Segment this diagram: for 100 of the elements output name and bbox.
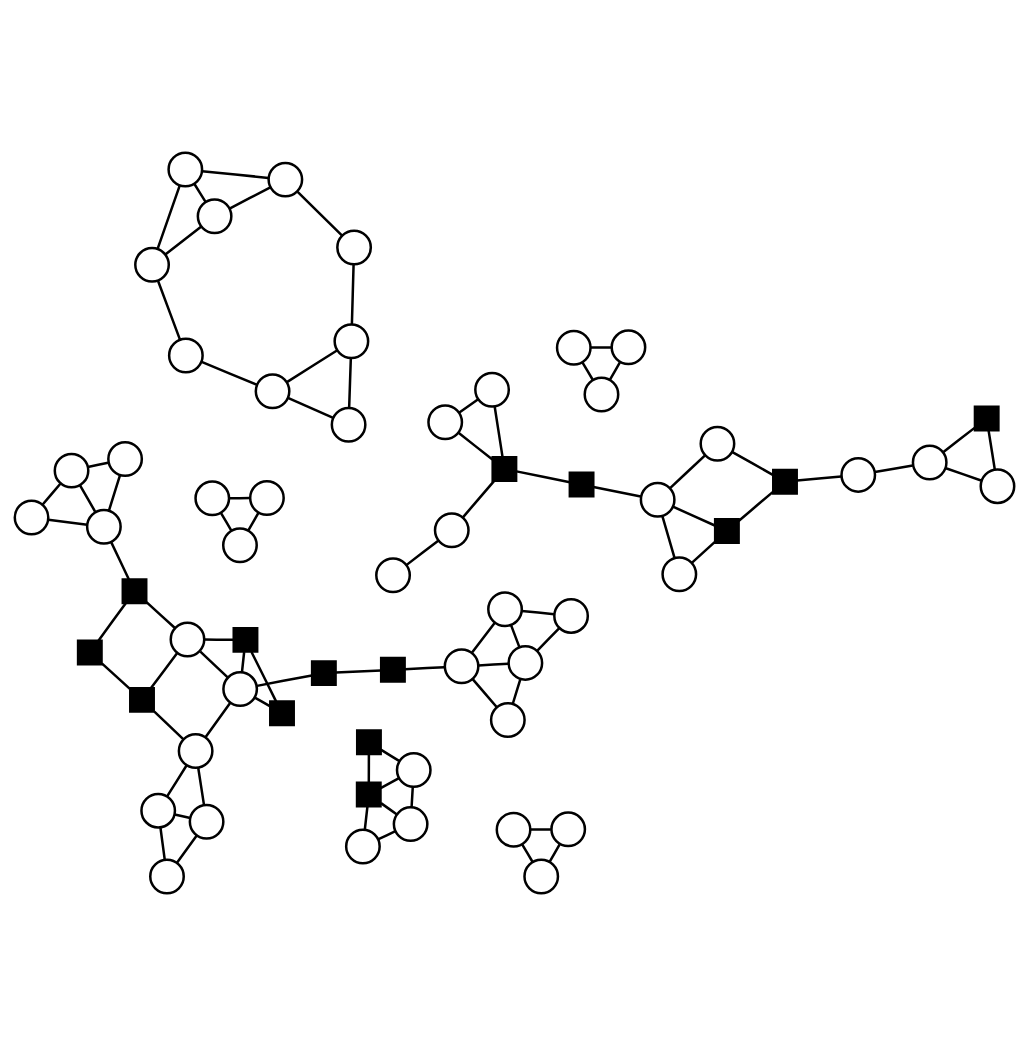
connector bbox=[548, 843, 561, 862]
node-box bbox=[568, 471, 595, 497]
connector bbox=[942, 426, 976, 453]
node-box bbox=[129, 686, 155, 713]
node-circle bbox=[336, 229, 373, 265]
node-circle bbox=[13, 499, 50, 535]
node-circle bbox=[344, 827, 381, 864]
node-circle bbox=[188, 803, 225, 840]
connector bbox=[175, 834, 198, 863]
connector bbox=[405, 539, 439, 566]
connector bbox=[287, 396, 334, 419]
connector bbox=[335, 668, 382, 674]
node-circle bbox=[221, 526, 258, 563]
node-box bbox=[121, 577, 148, 604]
connector bbox=[153, 710, 185, 740]
connector bbox=[256, 673, 313, 687]
node-box bbox=[491, 455, 518, 482]
connector bbox=[240, 651, 246, 673]
connector bbox=[193, 182, 207, 203]
node-box bbox=[379, 656, 406, 683]
node-circle bbox=[487, 590, 524, 627]
node-circle bbox=[495, 811, 532, 848]
connector bbox=[608, 361, 621, 380]
connector bbox=[156, 280, 182, 340]
connector bbox=[101, 661, 131, 690]
node-circle bbox=[254, 372, 291, 409]
connector bbox=[350, 263, 355, 324]
connector bbox=[219, 511, 233, 531]
node-box bbox=[713, 517, 740, 544]
connector bbox=[286, 348, 338, 383]
node-circle bbox=[523, 858, 560, 895]
connector bbox=[164, 225, 203, 256]
node-circle bbox=[85, 508, 122, 545]
node-circle bbox=[639, 481, 676, 518]
node-circle bbox=[555, 329, 592, 366]
node-circle bbox=[53, 452, 90, 489]
connector bbox=[145, 600, 176, 629]
node-circle bbox=[395, 751, 432, 788]
node-circle bbox=[169, 621, 206, 657]
node-circle bbox=[330, 406, 367, 443]
node-circle bbox=[375, 556, 412, 593]
connector bbox=[247, 511, 260, 531]
connector bbox=[511, 678, 522, 704]
node-circle bbox=[107, 440, 144, 477]
connector bbox=[347, 357, 353, 408]
connector bbox=[378, 829, 396, 840]
connector bbox=[874, 463, 913, 473]
connector bbox=[166, 764, 188, 797]
connector bbox=[159, 826, 166, 860]
connector bbox=[410, 786, 415, 807]
connector bbox=[204, 637, 234, 641]
node-box bbox=[973, 405, 1000, 431]
connector bbox=[380, 748, 400, 762]
node-circle bbox=[427, 403, 464, 440]
connector bbox=[590, 345, 612, 349]
connector bbox=[110, 541, 130, 580]
node-circle bbox=[699, 425, 736, 462]
connector bbox=[156, 184, 181, 249]
connector bbox=[201, 360, 258, 386]
connector bbox=[204, 701, 232, 738]
connector bbox=[458, 397, 479, 414]
connector bbox=[731, 450, 774, 476]
connector bbox=[493, 406, 504, 457]
connector bbox=[199, 650, 229, 678]
node-circle bbox=[149, 858, 185, 895]
connector bbox=[150, 652, 179, 688]
node-circle bbox=[267, 161, 304, 198]
node-circle bbox=[911, 444, 948, 481]
connector bbox=[296, 190, 343, 237]
connector bbox=[945, 466, 982, 482]
node-circle bbox=[222, 670, 259, 707]
node-circle bbox=[474, 371, 511, 408]
node-circle bbox=[194, 479, 231, 516]
node-box bbox=[269, 699, 295, 726]
connector bbox=[367, 753, 371, 782]
connector bbox=[593, 485, 641, 498]
node-circle bbox=[610, 328, 647, 365]
connector bbox=[737, 490, 775, 522]
connector bbox=[404, 665, 445, 670]
node-circle bbox=[553, 597, 590, 634]
node-box bbox=[772, 468, 798, 495]
connector bbox=[672, 505, 716, 527]
node-circle bbox=[979, 467, 1016, 504]
connector bbox=[509, 624, 521, 648]
connector bbox=[229, 496, 250, 499]
connector bbox=[461, 479, 495, 518]
node-circle bbox=[167, 336, 204, 373]
node-circle bbox=[443, 647, 480, 684]
connector bbox=[661, 515, 676, 558]
node-box bbox=[76, 638, 103, 665]
connector bbox=[107, 474, 122, 511]
connector bbox=[380, 801, 398, 815]
node-box bbox=[355, 728, 382, 755]
connector bbox=[197, 767, 206, 805]
connector bbox=[471, 677, 498, 708]
node-circle bbox=[507, 644, 544, 681]
node-circle bbox=[840, 456, 877, 493]
connector bbox=[530, 827, 551, 831]
node-box bbox=[355, 781, 382, 807]
node-circle bbox=[140, 792, 177, 829]
